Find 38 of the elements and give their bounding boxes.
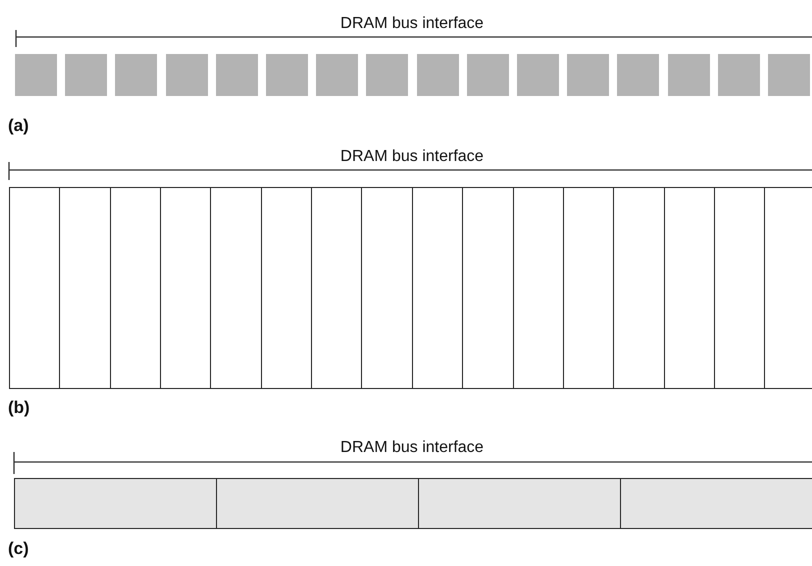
panel-label: (c) — [8, 539, 29, 559]
memory-bank-column — [59, 187, 111, 389]
memory-bank-column — [160, 187, 212, 389]
memory-bank-column — [714, 187, 766, 389]
memory-bank-column — [562, 187, 614, 389]
memory-chip-block — [416, 54, 459, 96]
memory-chip-block — [115, 54, 158, 96]
dimension-label: DRAM bus interface — [340, 148, 484, 166]
memory-bank-column — [613, 187, 665, 389]
memory-chip-block — [718, 54, 760, 96]
memory-chip-block — [65, 54, 108, 96]
memory-bank-column — [462, 187, 514, 389]
memory-bank-column — [9, 187, 60, 389]
memory-chip-block — [517, 54, 559, 96]
memory-chip-block — [617, 54, 660, 96]
memory-chip-block — [366, 54, 408, 96]
memory-bank-column — [110, 187, 162, 389]
memory-bank-column — [412, 187, 464, 389]
panel-label: (b) — [8, 398, 30, 418]
memory-bank-column — [311, 187, 363, 389]
memory-chip-block — [15, 54, 57, 96]
memory-bank-column — [512, 187, 564, 389]
memory-chip-block — [166, 54, 208, 96]
memory-bank-column — [260, 187, 312, 389]
memory-chip-block — [567, 54, 610, 96]
dimension-label: DRAM bus interface — [340, 15, 484, 33]
memory-chip-block — [316, 54, 358, 96]
memory-chip-block — [266, 54, 308, 96]
memory-chip-block — [466, 54, 509, 96]
memory-chip-block — [768, 54, 810, 96]
panel-label: (a) — [8, 116, 29, 136]
memory-chip-block — [216, 54, 258, 96]
dimension-label: DRAM bus interface — [340, 439, 484, 457]
memory-bank-column — [764, 187, 812, 389]
memory-chip-block — [668, 54, 710, 96]
memory-bank-column — [664, 187, 716, 389]
memory-bank-column — [361, 187, 413, 389]
memory-bank-column — [210, 187, 262, 389]
